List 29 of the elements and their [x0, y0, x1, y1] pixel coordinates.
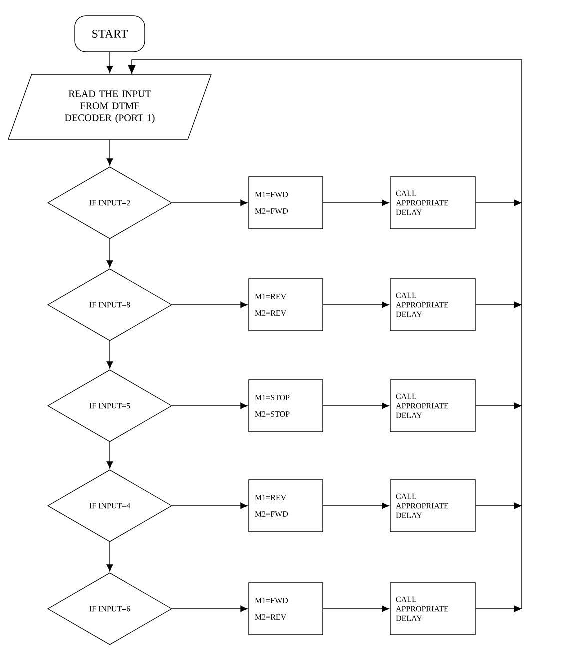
- process-box: M1=STOP M2=STOP: [248, 380, 324, 432]
- arrow: [106, 52, 114, 74]
- arrow: [128, 60, 522, 612]
- arrow: [172, 200, 248, 206]
- process-box: CALL APPROPRIATE DELAY: [390, 380, 476, 432]
- arrow: [106, 341, 114, 369]
- input-parallelogram: READ THE INPUT FROM DTMF DECODER (PORT 1): [8, 74, 212, 140]
- arrow: [106, 140, 114, 166]
- arrow: [106, 442, 114, 469]
- arrow: [172, 606, 248, 612]
- arrow: [106, 239, 114, 268]
- arrow: [323, 402, 390, 410]
- process-box: M1=FWD M2=REV: [248, 582, 324, 636]
- process-box: CALL APPROPRIATE DELAY: [390, 480, 476, 532]
- arrow: [172, 502, 248, 510]
- arrow: [323, 302, 390, 308]
- process-box: CALL APPROPRIATE DELAY: [390, 582, 476, 636]
- arrow: [106, 542, 114, 572]
- process-box: CALL APPROPRIATE DELAY: [390, 278, 476, 332]
- process-box: M1=REV M2=FWD: [248, 480, 324, 532]
- arrow: [172, 302, 248, 308]
- process-box: M1=REV M2=REV: [248, 278, 324, 332]
- arrow: [323, 502, 390, 510]
- arrow: [172, 402, 248, 410]
- process-box: CALL APPROPRIATE DELAY: [390, 176, 476, 230]
- process-box: M1=FWD M2=FWD: [248, 176, 324, 230]
- start-terminal: START: [74, 16, 146, 52]
- arrow: [323, 606, 390, 612]
- arrow: [323, 200, 390, 206]
